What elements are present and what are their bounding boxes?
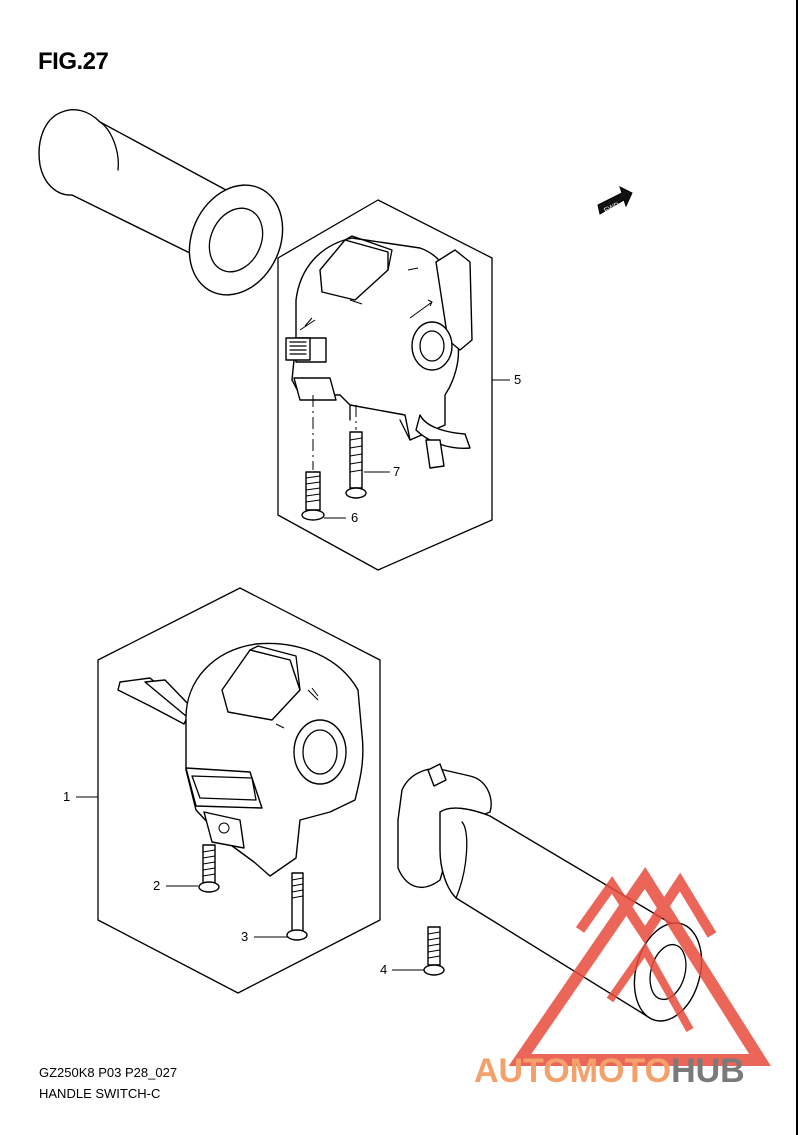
screw-3-drawing xyxy=(286,872,308,941)
callout-1: 1 xyxy=(63,789,71,804)
screw-7-drawing xyxy=(345,405,367,499)
left-grip-drawing xyxy=(38,109,284,296)
section-name: HANDLE SWITCH-C xyxy=(39,1086,161,1101)
fwd-arrow-icon: FWD xyxy=(597,186,633,215)
watermark-part-2: HUB xyxy=(671,1052,745,1090)
callout-3: 3 xyxy=(241,929,249,944)
upper-group-outline xyxy=(277,199,493,571)
screw-4-drawing xyxy=(423,926,445,976)
model-code: GZ250K8 P03 P28_027 xyxy=(39,1065,178,1080)
screw-2-drawing xyxy=(198,844,220,893)
callout-6: 6 xyxy=(351,510,359,525)
callout-7: 7 xyxy=(393,464,401,479)
automotohub-logo-mark xyxy=(508,867,771,1066)
right-switch-housing xyxy=(117,642,364,877)
figure-title: FIG.27 xyxy=(38,48,109,75)
left-switch-housing xyxy=(285,235,473,469)
callout-5: 5 xyxy=(514,372,522,387)
callout-2: 2 xyxy=(153,878,161,893)
watermark-text: AUTOMOTOHUB xyxy=(474,1052,745,1091)
screw-6-drawing xyxy=(301,395,325,521)
callout-4: 4 xyxy=(380,962,388,977)
watermark-part-1: AUTOMOTO xyxy=(474,1052,672,1090)
lower-group-outline xyxy=(97,587,381,994)
